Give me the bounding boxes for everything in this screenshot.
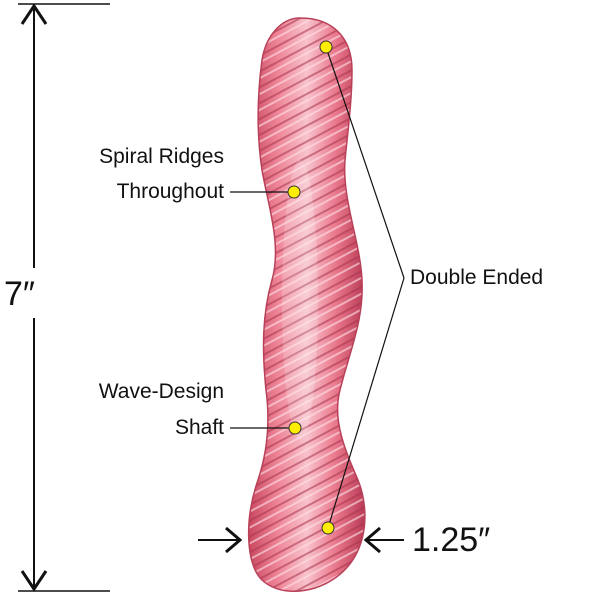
- arrow-down-icon: [20, 570, 48, 592]
- width-dimension: [198, 526, 404, 554]
- length-label: 7″: [4, 275, 35, 313]
- marker-dots: [287, 40, 335, 535]
- arrow-right-icon: [225, 526, 243, 554]
- marker-bottom: [321, 521, 335, 535]
- wave-label-line1: Wave-Design: [98, 380, 224, 403]
- callout-lines: [230, 46, 405, 529]
- length-dimension: [18, 3, 110, 592]
- marker-top: [319, 40, 333, 54]
- marker-spiral: [287, 185, 301, 199]
- product-body: [247, 17, 366, 593]
- spiral-label-line2: Throughout: [116, 180, 224, 203]
- arrow-left-icon: [363, 526, 381, 554]
- width-label: 1.25″: [412, 521, 491, 559]
- marker-wave: [288, 421, 302, 435]
- wave-label-line2: Shaft: [174, 416, 224, 439]
- double-ended-label: Double Ended: [410, 266, 544, 289]
- arrow-up-icon: [20, 3, 48, 25]
- spiral-label-line1: Spiral Ridges: [99, 145, 224, 168]
